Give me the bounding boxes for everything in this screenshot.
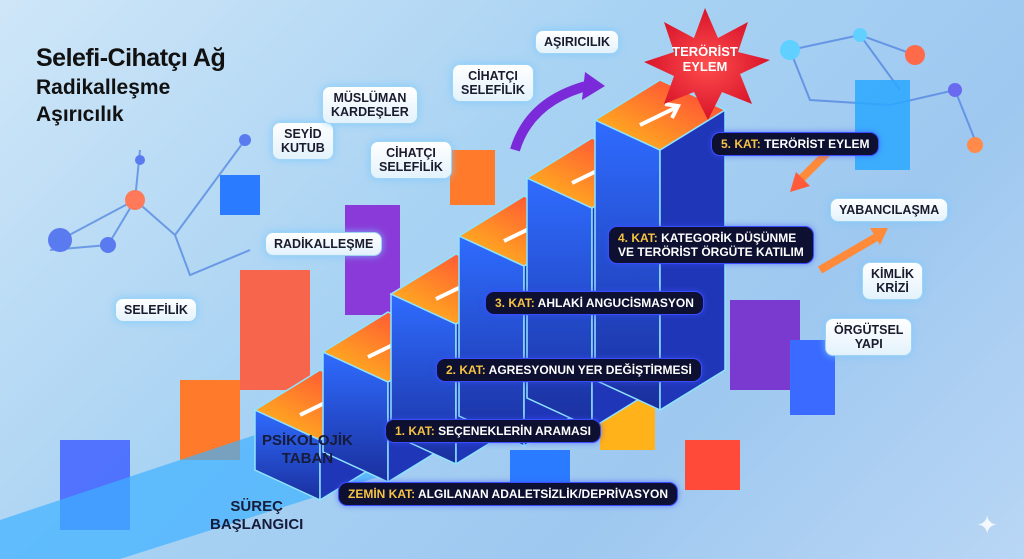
floor-2-label: 2. KAT: AGRESYONUN YER DEĞİŞTİRMESİ bbox=[436, 358, 702, 382]
floor-text-2: VE TERÖRİST ÖRGÜTE KATILIM bbox=[618, 245, 804, 259]
floor-key: 2. KAT: bbox=[446, 363, 486, 377]
floor-text: ALGILANAN ADALETSİZLİK/DEPRİVASYON bbox=[415, 487, 668, 501]
step-arrow-icon bbox=[639, 102, 682, 127]
title-line-3: Aşırıcılık bbox=[36, 103, 124, 126]
bubble-org-structure: ÖRGÜTSEL YAPI bbox=[825, 318, 913, 356]
floor-text: AGRESYONUN YER DEĞİŞTİRMESİ bbox=[485, 363, 692, 377]
bubble-seyid-kutub: SEYİD KUTUB bbox=[272, 122, 334, 160]
bubble-muslim-brotherhood: MÜSLÜMAN KARDEŞLER bbox=[322, 86, 418, 124]
step-side bbox=[458, 234, 525, 448]
floor-1-label: 1. KAT: SEÇENEKLERİN ARAMASI bbox=[385, 419, 602, 443]
floor-key: 1. KAT: bbox=[395, 424, 435, 438]
floor-text: TERÖRİST EYLEM bbox=[760, 137, 870, 151]
page-title: Selefi-Cihatçı Ağ Radikalleşme Aşırıcılı… bbox=[36, 44, 226, 127]
floor-3-label: 3. KAT: AHLAKİ ANGUCİSMASYON bbox=[485, 291, 704, 315]
floor-text: KATEGORİK DÜŞÜNME bbox=[657, 231, 797, 245]
floor-key: 3. KAT: bbox=[495, 296, 535, 310]
floor-text: SEÇENEKLERİN ARAMASI bbox=[434, 424, 592, 438]
bubble-jihadi-salafism: CİHATÇI SELEFİLİK bbox=[370, 141, 452, 179]
psychological-base-label: PSİKOLOJİK TABAN bbox=[262, 432, 353, 467]
bubble-alienation: YABANCILAŞMA bbox=[830, 198, 949, 222]
process-start-label: SÜREÇ BAŞLANGICI bbox=[210, 498, 304, 533]
floor-key: ZEMİN KAT: bbox=[348, 487, 416, 501]
curved-arrow bbox=[510, 80, 592, 152]
bubble-radicalization: RADİKALLEŞME bbox=[265, 232, 383, 256]
terrorist-action-burst-label: TERÖRİST EYLEM bbox=[672, 44, 738, 74]
bubble-identity-crisis: KİMLİK KRİZİ bbox=[862, 262, 924, 300]
bubble-jihadi-salafism-top: CİHATÇI SELEFİLİK bbox=[452, 64, 534, 102]
floor-key: 5. KAT: bbox=[721, 137, 761, 151]
floor-5-label: 5. KAT: TERÖRİST EYLEM bbox=[711, 132, 880, 156]
ground-floor-label: ZEMİN KAT: ALGILANAN ADALETSİZLİK/DEPRİV… bbox=[338, 482, 678, 506]
cube-decoration bbox=[220, 175, 260, 215]
bubble-salafism: SELEFİLİK bbox=[115, 298, 197, 322]
title-line-1: Selefi-Cihatçı Ağ bbox=[36, 44, 226, 72]
sparkle-icon: ✦ bbox=[976, 510, 998, 540]
floor-text: AHLAKİ ANGUCİSMASYON bbox=[534, 296, 694, 310]
bubble-extremism: AŞIRICILIK bbox=[535, 30, 619, 54]
title-line-2: Radikalleşme bbox=[36, 76, 171, 99]
explosion-burst bbox=[644, 8, 770, 120]
floor-key: 4. KAT: bbox=[618, 231, 658, 245]
